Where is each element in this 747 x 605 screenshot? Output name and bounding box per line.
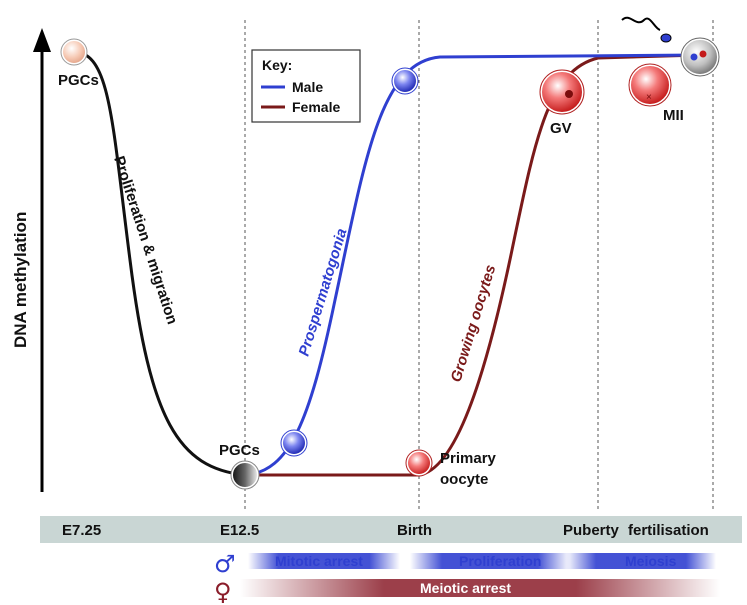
female-phase-meiotic-arrest: Meiotic arrest	[420, 580, 511, 596]
sperm-icon	[621, 16, 672, 43]
prospermatogonia-low-cell	[280, 429, 308, 457]
male-band-segment-2	[410, 553, 570, 569]
female-curve-rise	[418, 53, 701, 477]
y-axis-arrow-icon	[33, 28, 51, 52]
legend-title: Key:	[262, 57, 292, 73]
zygote-cell	[680, 37, 720, 77]
legend-male-label: Male	[292, 79, 323, 95]
legend-box: Key: Male Female	[251, 49, 361, 123]
timeline-fertilisation: fertilisation	[628, 522, 709, 539]
timeline-bar	[40, 516, 742, 543]
primary-oocyte-label-line1: Primary	[440, 450, 497, 467]
proliferation-migration-label: Proliferation & migration	[110, 154, 181, 327]
timeline-puberty: Puberty	[563, 522, 620, 539]
growing-oocytes-label: Growing oocytes	[448, 263, 500, 384]
male-phase-meiosis: Meiosis	[625, 553, 677, 569]
male-phase-proliferation: Proliferation	[459, 553, 541, 569]
timeline-e12-5: E12.5	[220, 522, 259, 539]
male-band-segment-1	[248, 553, 400, 569]
primary-oocyte-label-line2: oocyte	[440, 471, 488, 488]
common-curve	[73, 50, 246, 477]
pgcs-start-cell	[60, 38, 88, 66]
timeline-e7-25: E7.25	[62, 522, 101, 539]
pgcs-low-cell	[230, 460, 260, 490]
mii-label: MII	[663, 107, 684, 124]
mii-oocyte-cell: ×	[628, 63, 672, 107]
male-symbol: ♂	[214, 550, 236, 578]
male-phase-mitotic-arrest: Mitotic arrest	[275, 553, 363, 569]
prospermatogonia-high-cell	[391, 67, 419, 95]
timeline-birth: Birth	[397, 522, 432, 539]
female-symbol: ♀	[214, 578, 232, 605]
legend-female-label: Female	[292, 99, 340, 115]
prospermatogonia-label: Prospermatogonia	[296, 226, 351, 358]
gv-oocyte-cell	[539, 69, 585, 115]
female-band	[240, 579, 720, 597]
guide-lines	[244, 20, 714, 510]
male-band-segment-3	[566, 553, 716, 569]
y-axis-label: DNA methylation	[11, 212, 30, 348]
pgcs-start-label: PGCs	[58, 72, 99, 89]
pgcs-low-label: PGCs	[219, 442, 260, 459]
gv-label: GV	[550, 120, 572, 137]
primary-oocyte-cell	[405, 449, 433, 477]
svg-text:×: ×	[646, 92, 652, 103]
